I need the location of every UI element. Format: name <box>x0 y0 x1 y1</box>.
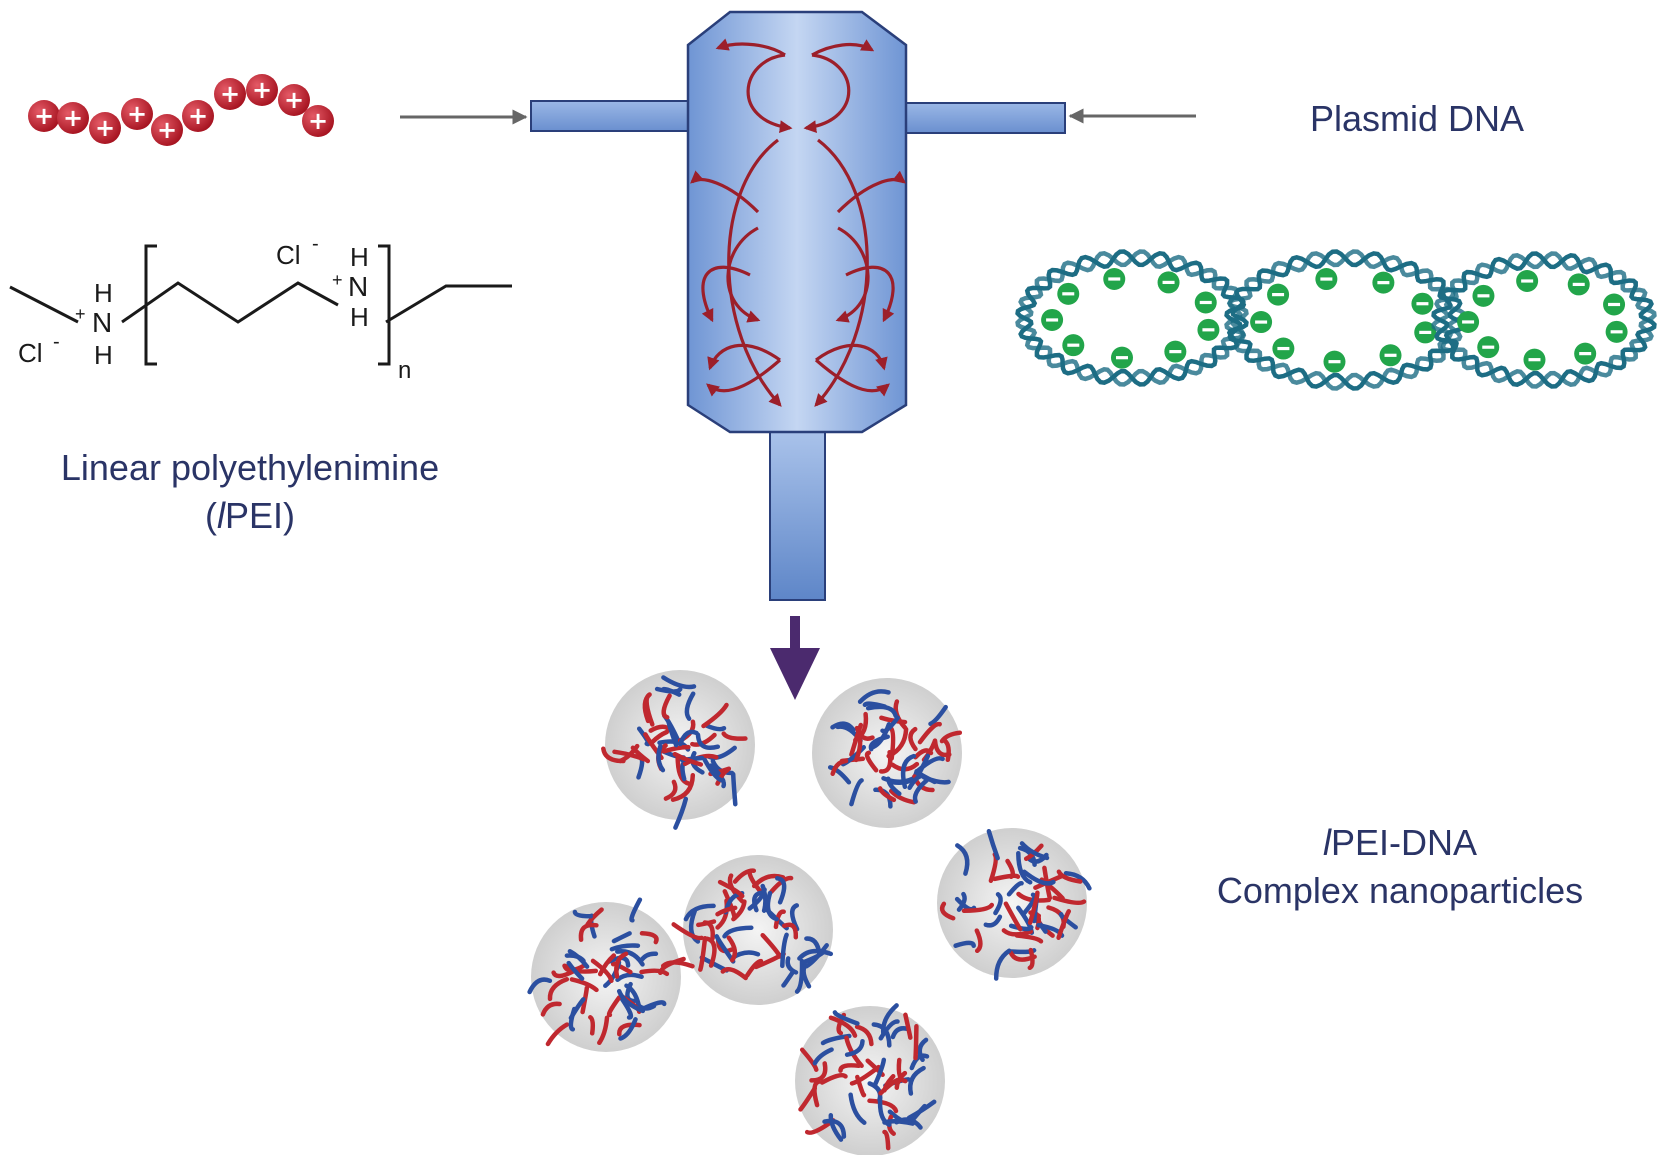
mixer-device <box>530 10 1066 601</box>
cationic-bead: + <box>278 84 310 116</box>
minus-icon <box>1457 310 1480 333</box>
minus-icon <box>1414 321 1437 344</box>
chem-plus-left: + <box>75 304 86 324</box>
plus-icon: + <box>63 104 83 132</box>
minus-icon <box>1603 293 1626 316</box>
minus-icon <box>1272 337 1295 360</box>
chem-h-left-top: H <box>94 278 113 308</box>
nanoparticle <box>795 1003 945 1155</box>
minus-icon <box>1157 271 1180 294</box>
chem-cl-top: Cl <box>276 240 301 270</box>
complex-nanoparticles <box>527 670 1092 1155</box>
minus-icon <box>1267 283 1290 306</box>
plus-icon: + <box>220 80 240 108</box>
minus-icon <box>1372 271 1395 294</box>
plasmid-ring <box>1431 251 1657 389</box>
polymer-chain: ++++++++++ <box>28 74 334 146</box>
pei-structure-labels: Cl - + H N H Cl - H + N H n <box>18 233 411 384</box>
cationic-bead: + <box>246 74 278 106</box>
plus-icon: + <box>157 116 177 144</box>
cationic-bead: + <box>28 100 60 132</box>
chem-cl-left: Cl <box>18 338 43 368</box>
pei-structure <box>9 244 512 366</box>
minus-icon <box>1103 267 1126 290</box>
plus-icon: + <box>188 102 208 130</box>
minus-icon <box>1472 284 1495 307</box>
pei-abbr-label: (lPEI) <box>205 495 295 536</box>
minus-icon <box>1057 282 1080 305</box>
chem-plus-right: + <box>332 270 343 290</box>
minus-icon <box>1567 273 1590 296</box>
plus-icon: + <box>34 102 54 130</box>
plasmid-ring <box>1015 249 1249 387</box>
chem-h-left-bottom: H <box>94 340 113 370</box>
chem-minus-top: - <box>312 233 319 255</box>
minus-icon <box>1574 342 1597 365</box>
complex-label-line1: lPEI-DNA <box>1323 822 1477 863</box>
pei-name-label: Linear polyethylenimine <box>61 447 439 488</box>
plus-icon: + <box>252 76 272 104</box>
flow-arrows <box>690 38 907 407</box>
cationic-bead: + <box>57 102 89 134</box>
minus-icon <box>1164 340 1187 363</box>
minus-icon <box>1523 348 1546 371</box>
minus-icon <box>1379 344 1402 367</box>
nanoparticle <box>527 897 695 1052</box>
minus-icon <box>1605 320 1628 343</box>
left-inlet-pipe <box>530 100 690 132</box>
plasmid-ring <box>1224 249 1466 391</box>
nanoparticle <box>937 828 1092 981</box>
minus-icon <box>1315 268 1338 291</box>
chem-h-right-bottom: H <box>350 302 369 332</box>
mixing-chamber <box>686 10 908 434</box>
nanoparticle <box>671 855 834 1005</box>
nanoparticle <box>812 678 963 828</box>
arrow-down-icon <box>770 616 820 700</box>
chem-n-left: N <box>92 307 112 338</box>
nanoparticle <box>601 670 755 830</box>
cationic-bead: + <box>214 78 246 110</box>
cationic-bead: + <box>121 98 153 130</box>
plus-icon: + <box>284 86 304 114</box>
plus-icon: + <box>127 100 147 128</box>
minus-icon <box>1250 311 1273 334</box>
plasmid-dna <box>1015 249 1657 391</box>
minus-icon <box>1041 308 1064 331</box>
complex-label-line2: Complex nanoparticles <box>1217 870 1583 911</box>
plus-icon: + <box>95 114 115 142</box>
chem-n-right: N <box>348 271 368 302</box>
minus-icon <box>1323 350 1346 373</box>
minus-icon <box>1197 318 1220 341</box>
cationic-bead: + <box>182 100 214 132</box>
outlet-pipe <box>769 431 826 601</box>
minus-icon <box>1477 336 1500 359</box>
chem-h-right-top: H <box>350 242 369 272</box>
cationic-bead: + <box>302 105 334 137</box>
right-inlet-pipe <box>904 102 1066 134</box>
chem-subscript-n: n <box>398 357 411 384</box>
minus-icon <box>1411 292 1434 315</box>
cationic-bead: + <box>151 114 183 146</box>
chem-minus-left: - <box>53 331 60 353</box>
plasmid-label: Plasmid DNA <box>1310 98 1524 139</box>
minus-icon <box>1194 291 1217 314</box>
plus-icon: + <box>308 107 328 135</box>
minus-icon <box>1516 269 1539 292</box>
cationic-bead: + <box>89 112 121 144</box>
minus-icon <box>1110 346 1133 369</box>
minus-icon <box>1062 334 1085 357</box>
